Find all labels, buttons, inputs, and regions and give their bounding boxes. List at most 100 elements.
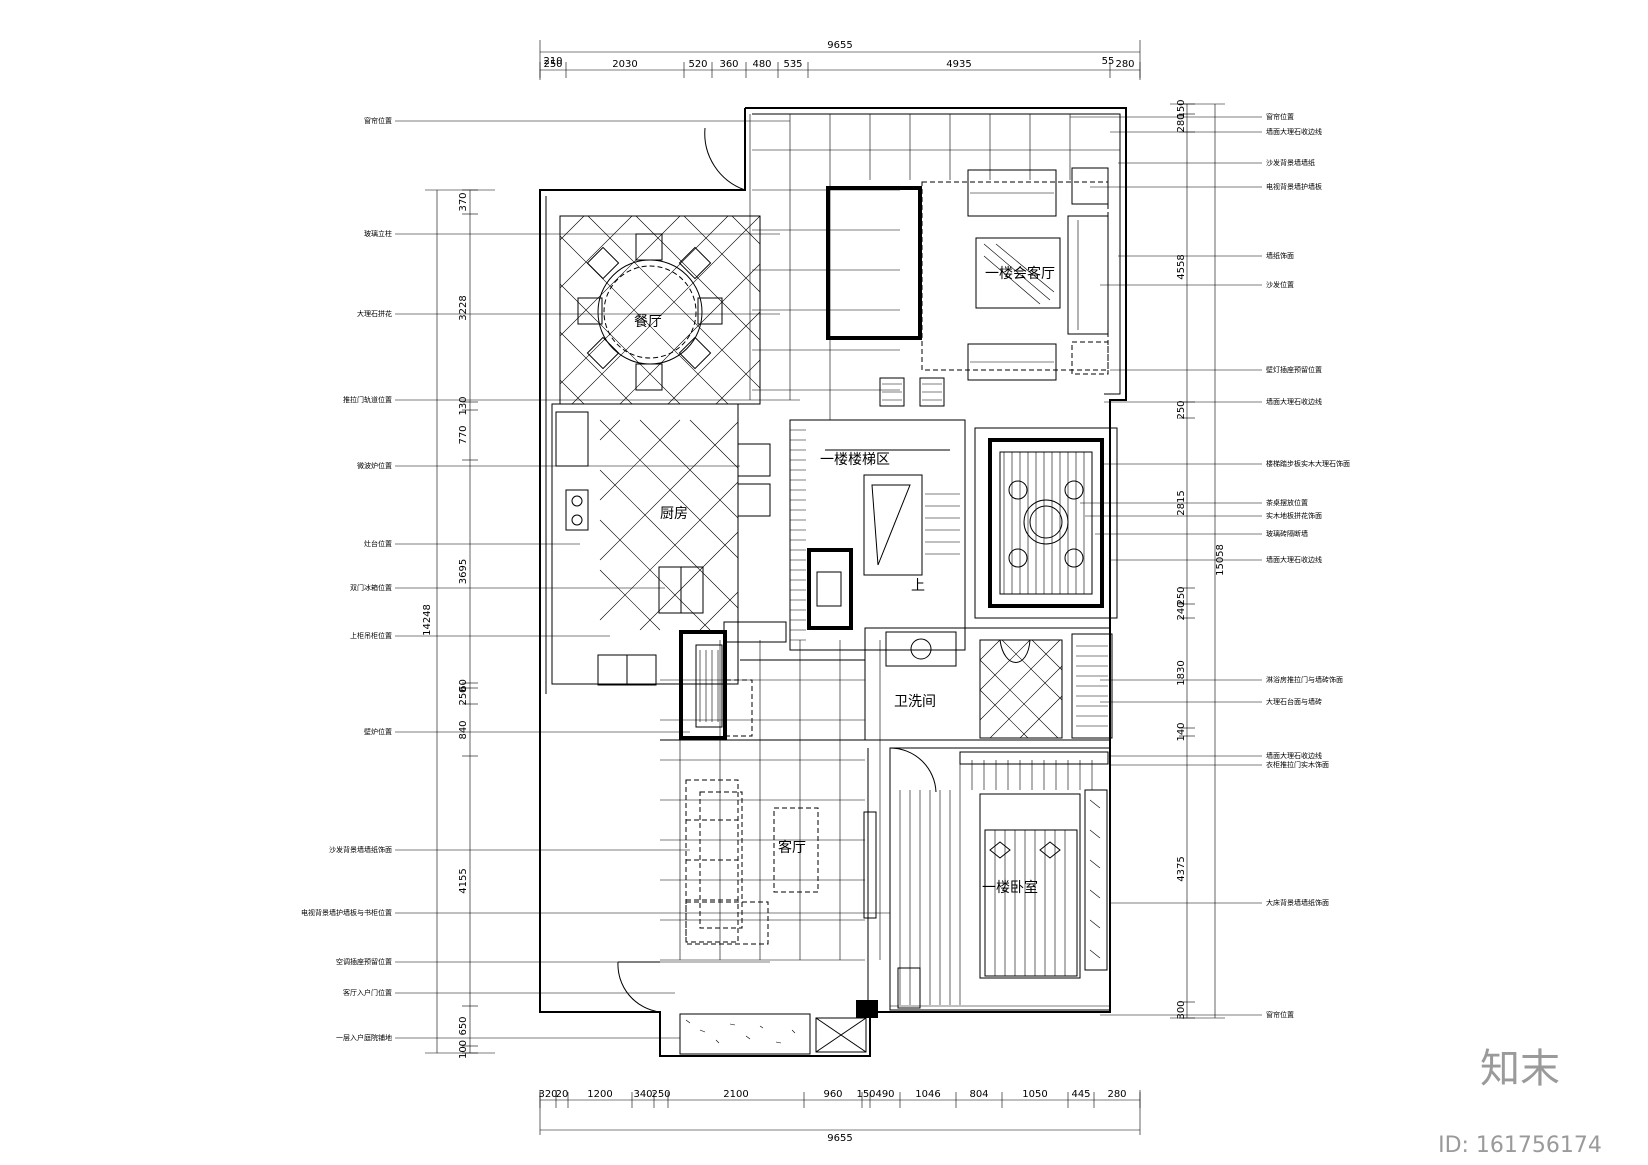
dimension-segment: 840 bbox=[458, 720, 469, 739]
annotation-note: 楼梯踏步板实木大理石饰面 bbox=[1266, 459, 1350, 468]
dimension-segment: 2100 bbox=[723, 1089, 748, 1100]
dimension-segment: 320 bbox=[538, 1089, 557, 1100]
dimension-segment: 300 bbox=[1176, 1000, 1187, 1019]
dimension-segment: 280 bbox=[1115, 59, 1134, 70]
dimension-segment: 445 bbox=[1071, 1089, 1090, 1100]
annotation-note: 大床背景墙墙纸饰面 bbox=[1266, 898, 1329, 907]
annotation-note: 电视背景墙护墙板 bbox=[1266, 182, 1322, 191]
dimension-segment: 2030 bbox=[612, 59, 637, 70]
notes-left: 窗帘位置玻璃立柱大理石拼花推拉门轨道位置微波炉位置灶台位置双门冰箱位置上柜吊柜位… bbox=[301, 116, 890, 1042]
dimension-segment: 1050 bbox=[1022, 1089, 1047, 1100]
annotation-note: 窗帘位置 bbox=[1266, 1010, 1294, 1019]
annotation-note: 墙面大理石收边线 bbox=[1266, 751, 1322, 760]
stair-up-label: 上 bbox=[911, 578, 925, 594]
dimension-segment: 150 bbox=[1176, 99, 1187, 118]
dimension-segment: 520 bbox=[688, 59, 707, 70]
left-total-dimension: 14248 bbox=[422, 604, 433, 636]
dimension-segment: 3228 bbox=[458, 295, 469, 320]
room-label-bedroom: 一楼卧室 bbox=[982, 879, 1038, 896]
annotation-note: 墙面大理石收边线 bbox=[1266, 555, 1322, 564]
annotation-note: 墙纸饰面 bbox=[1266, 251, 1294, 260]
top-upper-dimension: 55 bbox=[1102, 56, 1115, 67]
annotation-note: 沙发位置 bbox=[1266, 280, 1294, 289]
dimension-segment: 280 bbox=[1176, 113, 1187, 132]
dimension-segment: 250 bbox=[1176, 586, 1187, 605]
top-total-dimension: 9655 bbox=[827, 40, 852, 51]
annotation-note: 壁灯插座预留位置 bbox=[1266, 365, 1322, 374]
watermark: 知末 ID: 161756174 bbox=[1438, 1046, 1602, 1158]
annotation-note: 沙发背景墙墙纸 bbox=[1266, 158, 1315, 167]
dining-room: 餐厅 bbox=[559, 215, 761, 405]
annotation-note: 玻璃砖隔断墙 bbox=[1266, 529, 1308, 538]
room-label-living: 客厅 bbox=[778, 839, 806, 856]
outer-walls bbox=[539, 107, 1127, 1057]
annotation-note: 茶桌摆放位置 bbox=[1266, 498, 1308, 507]
dimension-segment: 280 bbox=[1107, 1089, 1126, 1100]
annotation-note: 沙发背景墙墙纸饰面 bbox=[329, 845, 392, 854]
annotation-note: 墙面大理石收边线 bbox=[1266, 127, 1322, 136]
annotation-note: 实木地板拼花饰面 bbox=[1266, 511, 1322, 520]
annotation-note: 灶台位置 bbox=[364, 539, 392, 548]
annotation-note: 一层入户庭院铺地 bbox=[336, 1033, 392, 1042]
meeting-room: 一楼会客厅 bbox=[826, 167, 1109, 381]
bathroom: 卫洗间 bbox=[864, 627, 1113, 741]
dimension-segment: 490 bbox=[875, 1089, 894, 1100]
annotation-note: 衣柜推拉门实木饰面 bbox=[1266, 760, 1329, 769]
room-label-bath: 卫洗间 bbox=[894, 694, 936, 710]
annotation-note: 玻璃立柱 bbox=[364, 229, 392, 238]
notes-right: 窗帘位置 墙面大理石收边线沙发背景墙墙纸电视背景墙护墙板墙纸饰面沙发位置壁灯插座预… bbox=[1070, 112, 1350, 1019]
dimension-segment: 4155 bbox=[458, 868, 469, 893]
dimension-segment: 130 bbox=[458, 396, 469, 415]
annotation-note: 墙面大理石收边线 bbox=[1266, 397, 1322, 406]
dimension-segment: 650 bbox=[458, 1016, 469, 1035]
dimension-segment: 1200 bbox=[587, 1089, 612, 1100]
dimension-segment: 360 bbox=[719, 59, 738, 70]
fireplace bbox=[679, 621, 787, 740]
dimension-segment: 480 bbox=[752, 59, 771, 70]
dimension-segment: 804 bbox=[969, 1089, 988, 1100]
dimension-segment: 250 bbox=[543, 59, 562, 70]
dimension-segment: 340 bbox=[633, 1089, 652, 1100]
living-room: 客厅 bbox=[679, 748, 878, 1055]
dimension-segment: 4558 bbox=[1176, 254, 1187, 279]
dimension-segment: 3695 bbox=[458, 559, 469, 584]
annotation-note: 淋浴房推拉门与墙砖饰面 bbox=[1266, 675, 1343, 684]
annotation-note: 窗帘位置 bbox=[364, 116, 392, 125]
dimension-segment: 535 bbox=[783, 59, 802, 70]
dining-chairs bbox=[577, 233, 723, 391]
annotation-note: 微波炉位置 bbox=[357, 461, 392, 470]
dimension-segment: 150 bbox=[856, 1089, 875, 1100]
dimension-segment: 1830 bbox=[1176, 660, 1187, 685]
bedroom: 一楼卧室 bbox=[889, 747, 1111, 1011]
annotation-note: 壁炉位置 bbox=[364, 727, 392, 736]
bottom-total-dimension: 9655 bbox=[827, 1133, 852, 1144]
room-label-dining: 餐厅 bbox=[634, 314, 662, 330]
dimension-segment: 250 bbox=[651, 1089, 670, 1100]
dimension-segment: 140 bbox=[1176, 722, 1187, 741]
annotation-note: 大理石拼花 bbox=[357, 309, 392, 318]
dimension-segment: 100 bbox=[458, 1040, 469, 1059]
annotation-note: 客厅入户门位置 bbox=[343, 988, 392, 997]
dimension-segment: 240 bbox=[1176, 601, 1187, 620]
room-label-stair: 一楼楼梯区 bbox=[820, 452, 890, 468]
dimension-segment: 250 bbox=[458, 686, 469, 705]
annotation-note: 电视背景墙护墙板与书柜位置 bbox=[301, 908, 392, 917]
annotation-note: 上柜吊柜位置 bbox=[350, 631, 392, 640]
dimension-segment: 20 bbox=[556, 1089, 569, 1100]
top-upper-dimension: 210 bbox=[543, 56, 562, 67]
dimension-segment: 60 bbox=[458, 679, 469, 692]
dimension-segment: 250 bbox=[1176, 400, 1187, 419]
annotation-note: 推拉门轨道位置 bbox=[343, 395, 392, 404]
watermark-id: ID: 161756174 bbox=[1438, 1133, 1602, 1158]
annotation-note: 大理石台面与墙砖 bbox=[1266, 697, 1322, 706]
dimension-segment: 4375 bbox=[1176, 856, 1187, 881]
dimension-segment: 770 bbox=[458, 425, 469, 444]
dimension-segment: 4935 bbox=[946, 59, 971, 70]
dimension-segment: 370 bbox=[458, 192, 469, 211]
top-dimension-chain: 9655 210 55 250 2030 520 360 480 535 4935 280 bbox=[539, 40, 1141, 80]
watermark-logo: 知末 bbox=[1480, 1046, 1560, 1092]
right-dimension-chain: 15058 1502804558250281525024018301404375… bbox=[1170, 99, 1226, 1020]
